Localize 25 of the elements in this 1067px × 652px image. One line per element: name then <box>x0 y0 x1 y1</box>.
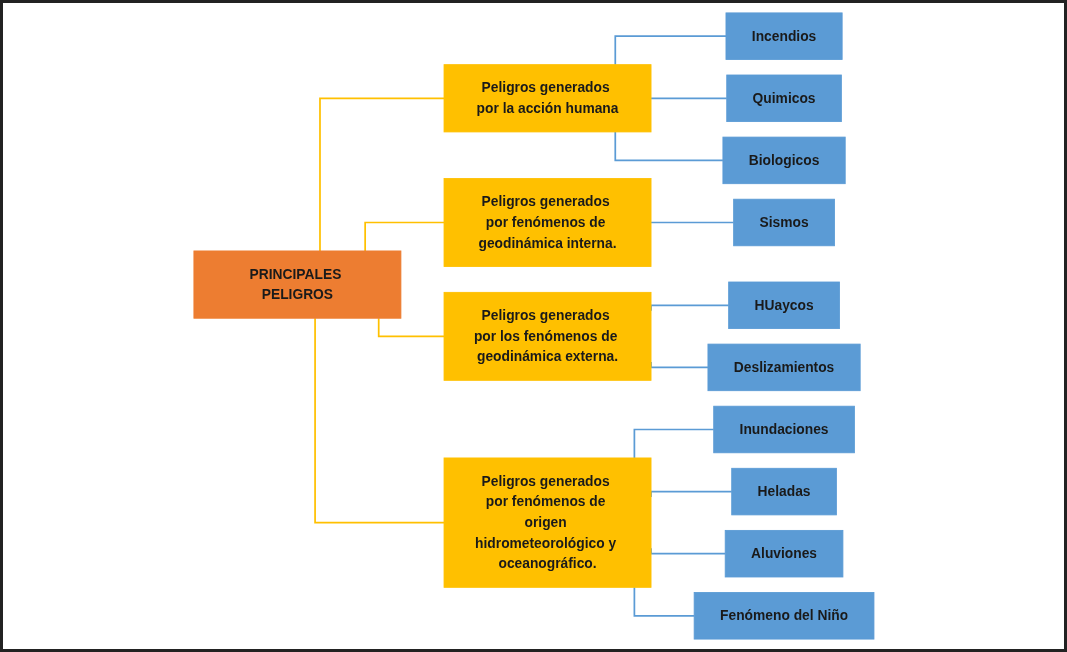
connector <box>363 221 445 252</box>
node-box: Sismos <box>732 198 835 247</box>
node-box: Incendios <box>725 12 843 60</box>
node-box: PRINCIPALES PELIGROS <box>193 250 401 319</box>
connector <box>613 131 724 162</box>
connector <box>649 221 735 224</box>
node-box: Aluviones <box>724 530 843 578</box>
node-box: Heladas <box>730 467 837 516</box>
node-box: HUaycos <box>727 281 840 329</box>
connector <box>633 586 695 617</box>
node-box: Deslizamientos <box>707 343 861 392</box>
connector <box>313 317 445 524</box>
connector <box>613 35 727 66</box>
connector <box>649 97 728 100</box>
connector <box>377 317 445 338</box>
connector <box>633 428 715 459</box>
node-box: Biologicos <box>722 136 846 185</box>
node-box: Inundaciones <box>712 405 855 454</box>
node-box: Fenómeno del Niño <box>693 592 874 640</box>
node-box: Peligros generados por fenómenos de geodinámica interna. <box>443 178 652 267</box>
node-box: Peligros generados por la acción humana <box>443 64 652 133</box>
connector <box>318 97 445 252</box>
node-box: Peligros generados por los fenómenos de geodinámica externa. <box>443 291 652 381</box>
node-box: Peligros generados por fenómenos de origen hidrometeorológico y oceanográfico. <box>443 457 652 588</box>
node-box: Quimicos <box>725 74 842 122</box>
